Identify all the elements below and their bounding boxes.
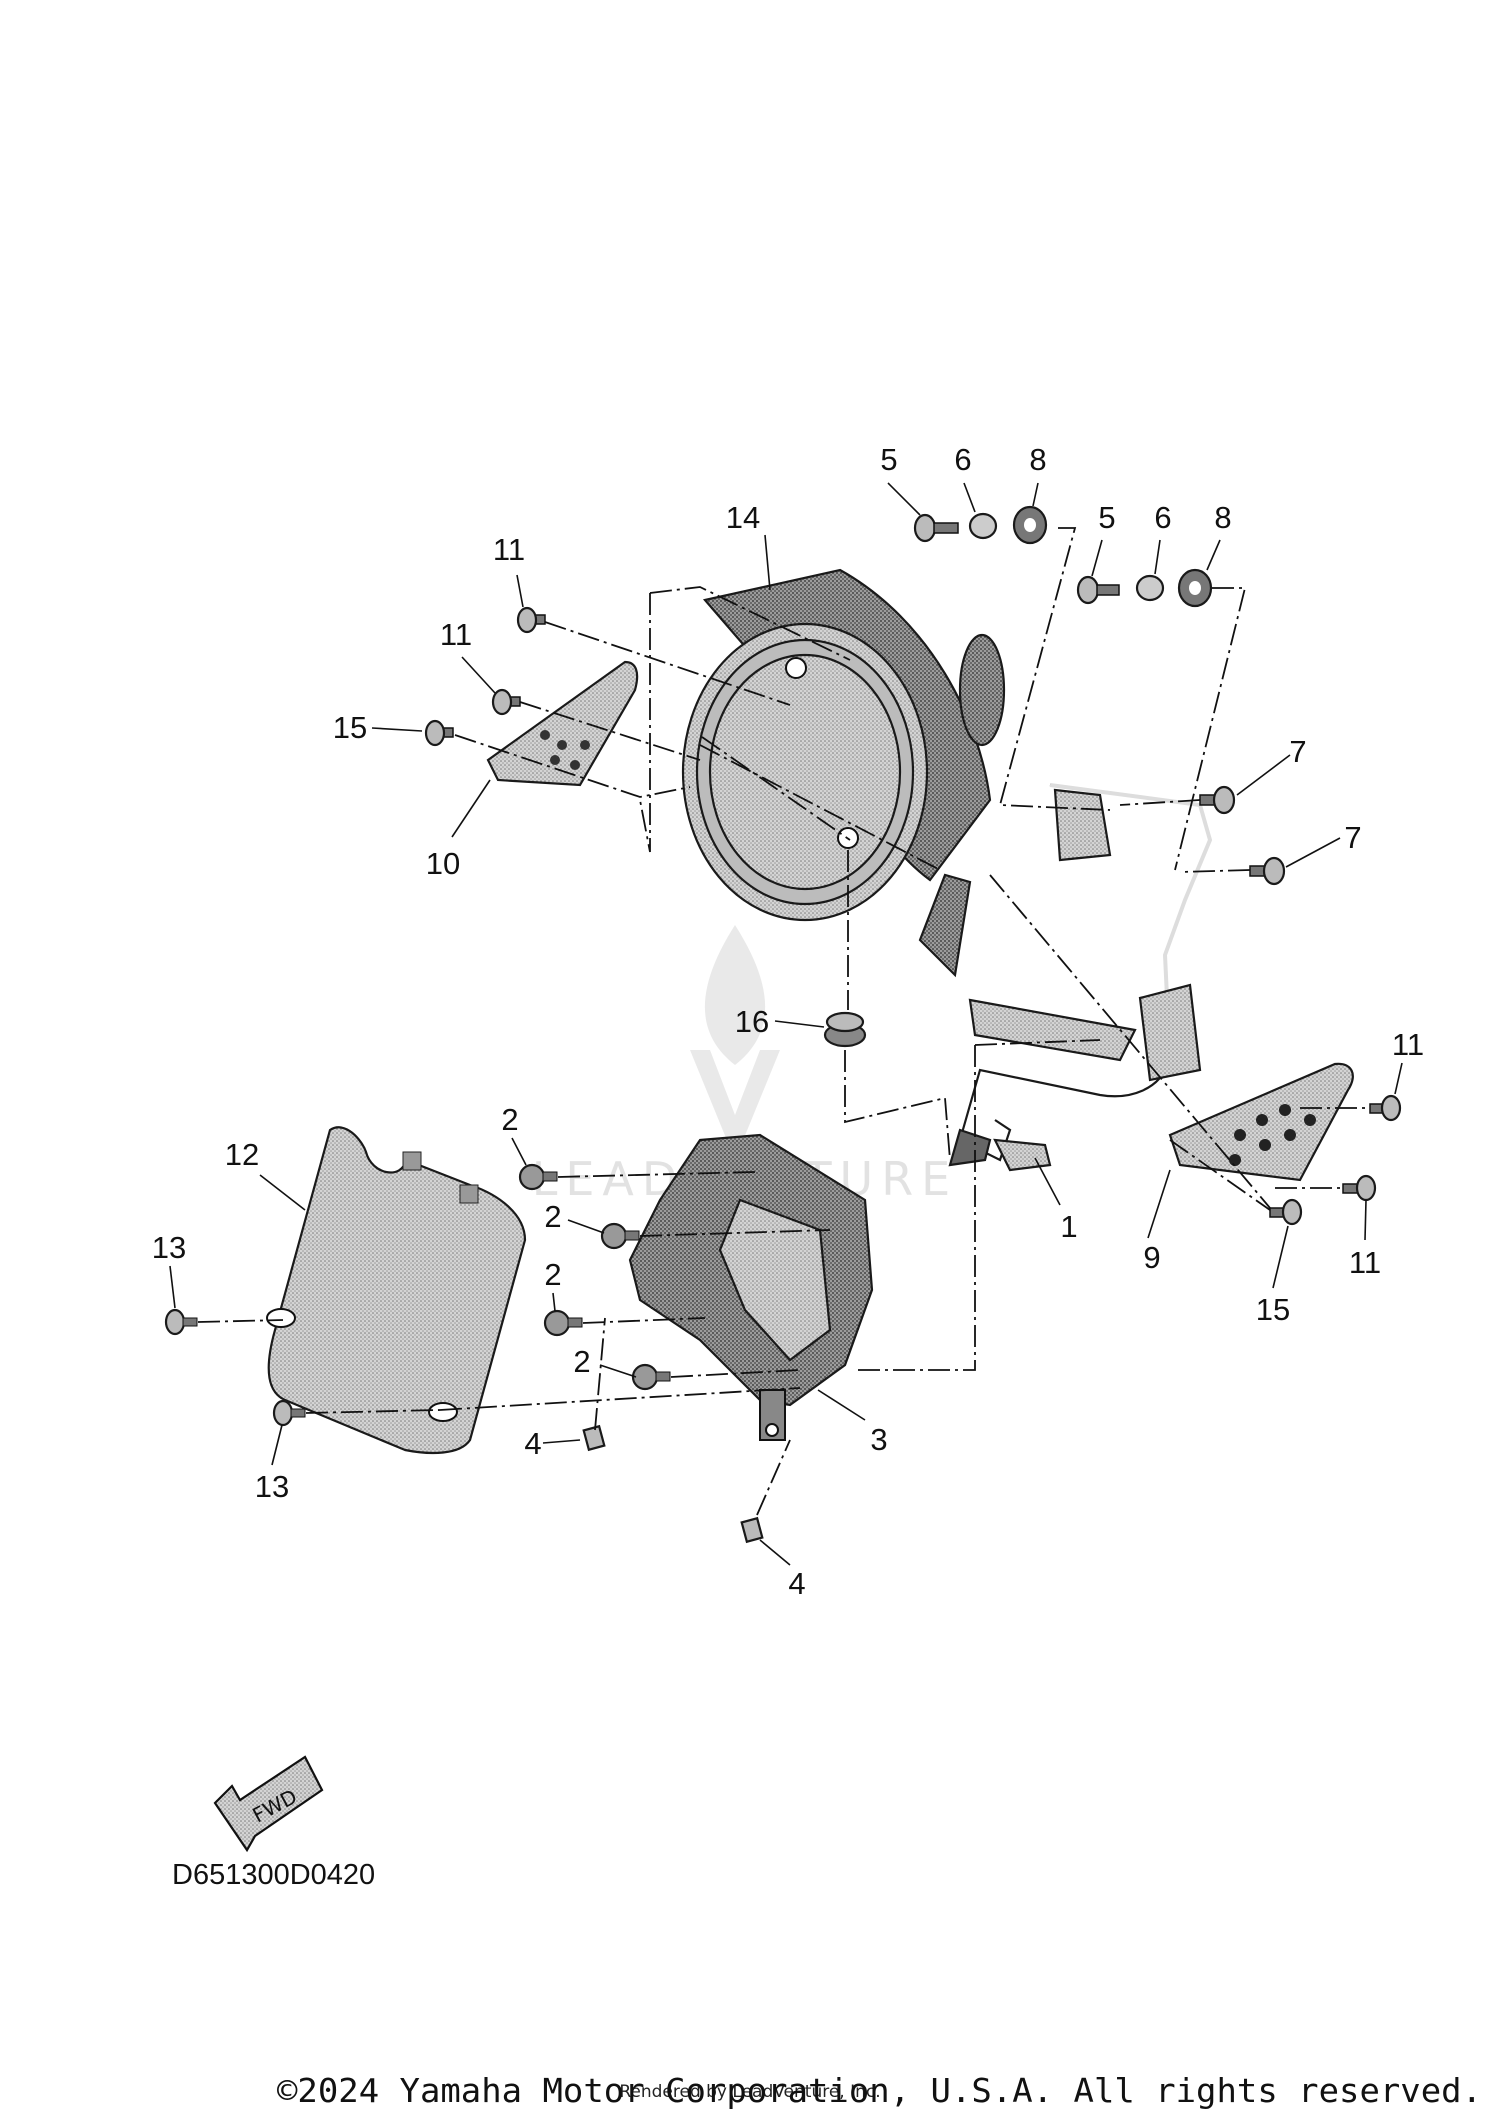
collar-8-lower: [1177, 568, 1213, 608]
callout-15-a: 15: [333, 710, 367, 745]
callout-13-b: 13: [255, 1469, 289, 1504]
headlight-stay: [918, 783, 1213, 1172]
rendered-by: Rendered by LeadVenture, Inc.: [619, 2082, 880, 2102]
fwd-arrow-icon: FWD: [213, 1755, 324, 1853]
bolt-7-lower: [1249, 856, 1286, 886]
callout-1: 1: [1060, 1209, 1077, 1244]
right-bracket: [1168, 1062, 1354, 1182]
callout-9: 9: [1143, 1240, 1160, 1275]
bolt-5-upper: [913, 513, 959, 543]
washer-6-upper: [968, 512, 998, 540]
callout-7-a: 7: [1289, 734, 1306, 769]
callout-2-b: 2: [544, 1199, 561, 1234]
callout-5-b: 5: [1098, 500, 1115, 535]
clip-4-a: [582, 1424, 606, 1452]
screw-15-a: [424, 719, 454, 747]
callout-11-c: 11: [1392, 1027, 1424, 1062]
clip-4-b: [740, 1516, 764, 1544]
callout-8-b: 8: [1214, 500, 1231, 535]
fasteners: [164, 505, 1402, 1544]
screw-11-c: [1369, 1094, 1402, 1122]
callout-8-a: 8: [1029, 442, 1046, 477]
nut-2-a: [518, 1163, 558, 1191]
callout-2-a: 2: [501, 1102, 518, 1137]
callout-12: 12: [225, 1137, 259, 1172]
callout-4-a: 4: [524, 1426, 541, 1461]
callout-2-d: 2: [573, 1344, 590, 1379]
screw-11-b: [491, 688, 521, 716]
callout-16: 16: [735, 1004, 769, 1039]
callout-11-b: 11: [440, 617, 472, 652]
callout-11-a: 11: [493, 532, 525, 567]
washer-6-lower: [1135, 574, 1165, 602]
copyright-notice: ©2024 Yamaha Motor Corporation, U.S.A. A…: [277, 2071, 1482, 2110]
callout-14: 14: [726, 500, 760, 535]
left-bracket: [486, 660, 639, 787]
grommet-16: [823, 1011, 867, 1048]
callout-2-c: 2: [544, 1257, 561, 1292]
callout-3: 3: [870, 1422, 887, 1457]
bolt-5-lower: [1076, 575, 1120, 605]
bolt-7-upper: [1199, 785, 1236, 815]
callout-11-d: 11: [1349, 1245, 1381, 1280]
callout-4-b: 4: [788, 1566, 805, 1601]
callout-13-a: 13: [152, 1230, 186, 1265]
assembly-lines: [197, 527, 1370, 1516]
cover-panel: [266, 1126, 527, 1455]
screw-15-b: [1269, 1198, 1303, 1226]
screw-11-a: [516, 606, 546, 634]
callout-15-b: 15: [1256, 1292, 1290, 1327]
light-case: [628, 1133, 874, 1441]
diagram-code: D651300D0420: [172, 1859, 375, 1891]
screw-13-b: [272, 1399, 306, 1427]
callout-10: 10: [426, 846, 460, 881]
callout-5-a: 5: [880, 442, 897, 477]
nut-2-b: [600, 1222, 640, 1250]
callout-6-a: 6: [954, 442, 971, 477]
screw-13-a: [164, 1308, 198, 1336]
callout-leaders: [169, 482, 1403, 1566]
callout-7-b: 7: [1344, 820, 1361, 855]
nut-2-c: [543, 1309, 583, 1337]
screw-11-d: [1342, 1174, 1377, 1202]
collar-8-upper: [1012, 505, 1048, 545]
callout-labels: 14 11 11 15 10 5 6 8 5 6 8 7 7 16 11 1 9…: [152, 442, 1424, 1601]
callout-6-b: 6: [1154, 500, 1171, 535]
nut-2-d: [631, 1363, 671, 1391]
headlight-unit: [681, 568, 1006, 922]
